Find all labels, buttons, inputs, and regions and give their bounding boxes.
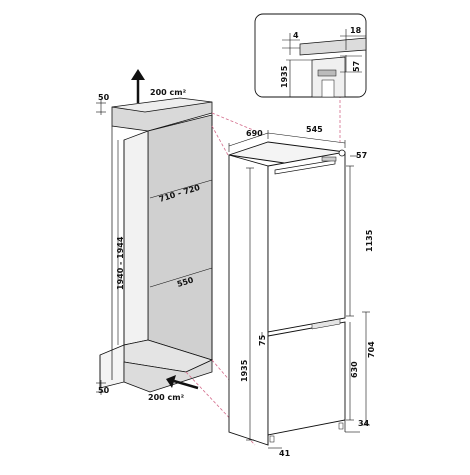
appliance-width-label: 545 [306, 125, 323, 134]
appliance [228, 141, 346, 446]
niche-bottom-gap-label: 50 [98, 386, 110, 395]
niche-height-label: 1940 - 1944 [116, 236, 125, 290]
foot-right [338, 422, 344, 430]
foot-left [269, 435, 275, 443]
appliance-depth-label: 690 [246, 129, 263, 138]
top-trim [274, 159, 336, 175]
projection-guides [185, 95, 341, 446]
top-vent-label: 200 cm² [150, 88, 187, 97]
detail-body [311, 56, 346, 98]
detail-offset-label: 57 [352, 61, 361, 72]
appliance-upper-door [267, 151, 346, 333]
niche-cabinet [99, 97, 214, 393]
lower-section-height-label: 704 [367, 341, 376, 358]
detail-inset [254, 13, 367, 98]
niche-top-gap-label: 50 [98, 93, 110, 102]
hinge-ring [338, 149, 346, 157]
detail-height-label: 1935 [280, 65, 289, 88]
appliance-lower-door [267, 321, 346, 436]
door-gap [311, 318, 341, 330]
arrow-up-icon [131, 69, 145, 103]
appliance-side [228, 154, 269, 446]
arrow-right-icon [166, 375, 199, 390]
upper-door-height-label: 1135 [365, 229, 374, 252]
lower-door-height-label: 630 [350, 361, 359, 378]
foot-offset-label: 34 [358, 419, 370, 428]
niche-back-panel [147, 114, 213, 361]
door-gap-label: 75 [258, 334, 267, 346]
bottom-vent-label: 200 cm² [148, 393, 185, 402]
detail-strip [321, 79, 335, 98]
niche-top-face [111, 97, 213, 113]
detail-slab [299, 37, 367, 56]
niche-dimensions [96, 100, 213, 395]
hinge-offset-label: 57 [356, 151, 367, 160]
detail-gap-label: 4 [293, 31, 299, 40]
niche-left-wall [123, 130, 149, 346]
appliance-height-label: 1935 [240, 359, 249, 382]
appliance-dimensions [228, 130, 370, 449]
detail-hinge [317, 69, 337, 77]
hinge-block [321, 156, 337, 162]
detail-top-label: 18 [350, 26, 362, 35]
plinth-depth-label: 41 [279, 449, 291, 458]
